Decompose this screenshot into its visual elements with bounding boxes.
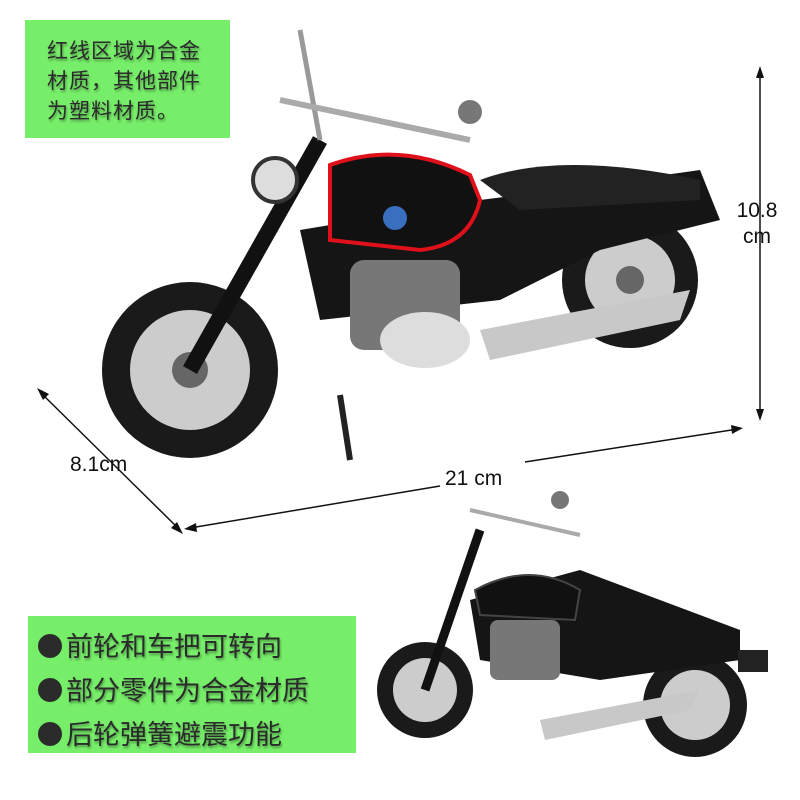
motorcycle-small — [377, 491, 768, 757]
feature-text: 后轮弹簧避震功能 — [66, 720, 282, 751]
depth-dimension-line — [39, 391, 181, 531]
feature-text: 部分零件为合金材质 — [66, 676, 309, 707]
material-note-text: 红线区域为合金材质，其他部件为塑料材质。 — [47, 39, 201, 123]
alloy-area-outline — [328, 152, 483, 253]
length-dimension-line-left — [189, 485, 441, 529]
dimension-lines — [37, 66, 764, 534]
bullet-icon — [38, 678, 62, 702]
material-note: 红线区域为合金材质，其他部件为塑料材质。 — [25, 20, 230, 138]
feature-item: 前轮和车把可转向 — [38, 626, 356, 670]
feature-item: 部分零件为合金材质 — [38, 670, 356, 714]
length-dimension-label: 21 cm — [445, 467, 503, 490]
height-dimension-label: 10.8 cm — [732, 198, 782, 250]
height-unit: cm — [743, 225, 771, 248]
feature-list: 前轮和车把可转向 部分零件为合金材质 后轮弹簧避震功能 — [28, 616, 356, 753]
bullet-icon — [38, 722, 62, 746]
length-dimension-line-right — [524, 428, 739, 463]
height-value: 10.8 — [736, 199, 778, 222]
feature-item: 后轮弹簧避震功能 — [38, 714, 356, 758]
motorcycle-large — [102, 29, 720, 461]
feature-text: 前轮和车把可转向 — [66, 632, 282, 663]
depth-dimension-label: 8.1cm — [70, 453, 128, 476]
bullet-icon — [38, 634, 62, 658]
